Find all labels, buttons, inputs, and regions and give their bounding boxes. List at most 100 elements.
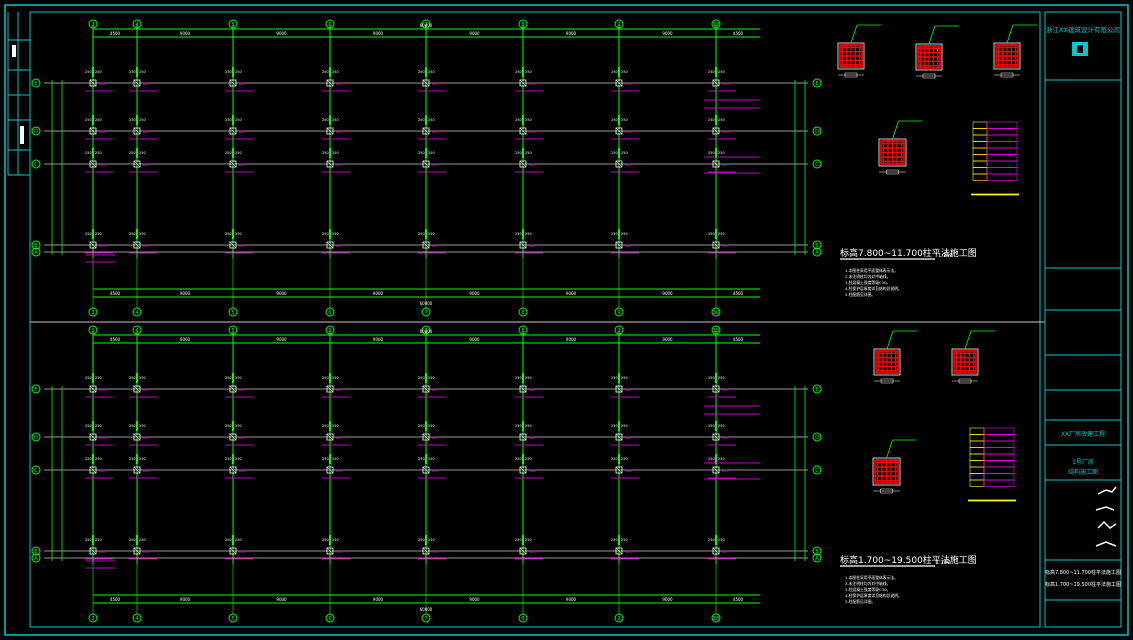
svg-text:KZ1: KZ1 <box>722 388 729 392</box>
svg-text:250: 250 <box>225 70 232 74</box>
svg-text:B: B <box>34 549 38 555</box>
dim-bay-bottom-1: 9000 <box>180 597 191 602</box>
svg-text:E: E <box>34 81 37 87</box>
axis-bubble-col-bottom-7: 7 <box>421 307 431 317</box>
svg-text:KZ1: KZ1 <box>625 163 632 167</box>
dim-overall-bottom: 60000 <box>420 301 433 306</box>
svg-text:KZ1: KZ1 <box>432 163 439 167</box>
svg-text:250: 250 <box>428 70 435 74</box>
dim-bay-2: 9000 <box>276 337 287 342</box>
svg-text:10: 10 <box>713 22 719 28</box>
axis-bubble-col-9: 9 <box>614 325 624 335</box>
svg-text:B: B <box>34 243 38 249</box>
svg-text:250: 250 <box>708 424 715 428</box>
svg-text:KZ1: KZ1 <box>239 244 246 248</box>
svg-text:250: 250 <box>85 232 92 236</box>
svg-text:9: 9 <box>617 22 620 28</box>
axis-bubble-col-bottom-5: 5 <box>228 307 238 317</box>
svg-text:C: C <box>815 468 819 474</box>
svg-text:KZ1: KZ1 <box>432 388 439 392</box>
dim-bay-bottom-3: 9000 <box>373 291 384 296</box>
svg-text:250: 250 <box>235 151 242 155</box>
svg-text:250: 250 <box>708 70 715 74</box>
svg-text:250: 250 <box>418 151 425 155</box>
axis-bubble-row-right-A: A <box>812 247 822 257</box>
axis-bubble-row-right-E: E <box>812 78 822 88</box>
axis-bubble-col-bottom-3: 3 <box>88 613 98 623</box>
svg-text:250: 250 <box>235 70 242 74</box>
sheet-title-2: 标高1.700~19.500柱平法施工图 <box>1045 581 1121 588</box>
svg-text:250: 250 <box>332 538 339 542</box>
svg-text:9: 9 <box>617 328 620 334</box>
svg-text:3: 3 <box>91 310 94 316</box>
column-plan-upper: 3344556677889910104500450090009000900090… <box>31 19 822 317</box>
svg-text:KZ1: KZ1 <box>432 130 439 134</box>
axis-bubble-col-7: 7 <box>421 325 431 335</box>
dim-overall: 60000 <box>420 23 433 28</box>
plan-title-upper: 标高7.800~11.700柱平法施工图 <box>840 247 977 259</box>
dim-bay-bottom-4: 9000 <box>469 291 480 296</box>
svg-text:250: 250 <box>718 232 725 236</box>
svg-text:KZ1: KZ1 <box>625 550 632 554</box>
axis-bubble-col-8: 8 <box>518 325 528 335</box>
svg-text:250: 250 <box>621 70 628 74</box>
svg-text:KZ1: KZ1 <box>143 469 150 473</box>
svg-text:KZ1: KZ1 <box>529 130 536 134</box>
dim-bay-bottom-4: 9000 <box>469 597 480 602</box>
svg-text:250: 250 <box>611 538 618 542</box>
axis-bubble-row-D: D <box>31 126 41 136</box>
svg-text:250: 250 <box>525 538 532 542</box>
svg-text:E: E <box>815 81 818 87</box>
svg-text:6: 6 <box>328 310 331 316</box>
svg-text:250: 250 <box>418 424 425 428</box>
svg-text:250: 250 <box>515 376 522 380</box>
axis-bubble-row-right-D: D <box>812 126 822 136</box>
axis-bubble-row-right-B: B <box>812 240 822 250</box>
svg-text:250: 250 <box>95 457 102 461</box>
dim-bay-0: 4500 <box>110 31 121 36</box>
axis-bubble-row-E: E <box>31 384 41 394</box>
dim-bay-2: 9000 <box>276 31 287 36</box>
axis-bubble-col-5: 5 <box>228 325 238 335</box>
axis-bubble-col-3: 3 <box>88 19 98 29</box>
svg-text:C: C <box>34 468 38 474</box>
svg-text:250: 250 <box>428 118 435 122</box>
svg-text:KZ1: KZ1 <box>625 82 632 86</box>
svg-text:250: 250 <box>322 376 329 380</box>
svg-text:250: 250 <box>718 424 725 428</box>
svg-text:250: 250 <box>129 424 136 428</box>
svg-text:250: 250 <box>129 118 136 122</box>
svg-text:250: 250 <box>428 457 435 461</box>
svg-text:250: 250 <box>515 424 522 428</box>
svg-text:250: 250 <box>235 424 242 428</box>
svg-text:KZ1: KZ1 <box>625 244 632 248</box>
svg-text:250: 250 <box>332 151 339 155</box>
plan-scale-lower: 1:100 <box>936 560 950 566</box>
svg-text:KZ1: KZ1 <box>336 163 343 167</box>
svg-text:250: 250 <box>718 457 725 461</box>
dim-bay-bottom-6: 9000 <box>662 597 673 602</box>
svg-text:10: 10 <box>713 616 719 622</box>
svg-text:250: 250 <box>139 70 146 74</box>
svg-text:250: 250 <box>611 151 618 155</box>
svg-text:KZ1: KZ1 <box>239 388 246 392</box>
axis-bubble-row-C: C <box>31 159 41 169</box>
project-name: XX厂房改建工程 <box>1061 430 1105 438</box>
axis-bubble-row-D: D <box>31 432 41 442</box>
drawing-frame <box>29 11 1041 628</box>
svg-text:8: 8 <box>521 310 524 316</box>
rebar-table <box>971 121 1019 196</box>
svg-text:D: D <box>815 435 819 441</box>
svg-text:250: 250 <box>611 457 618 461</box>
